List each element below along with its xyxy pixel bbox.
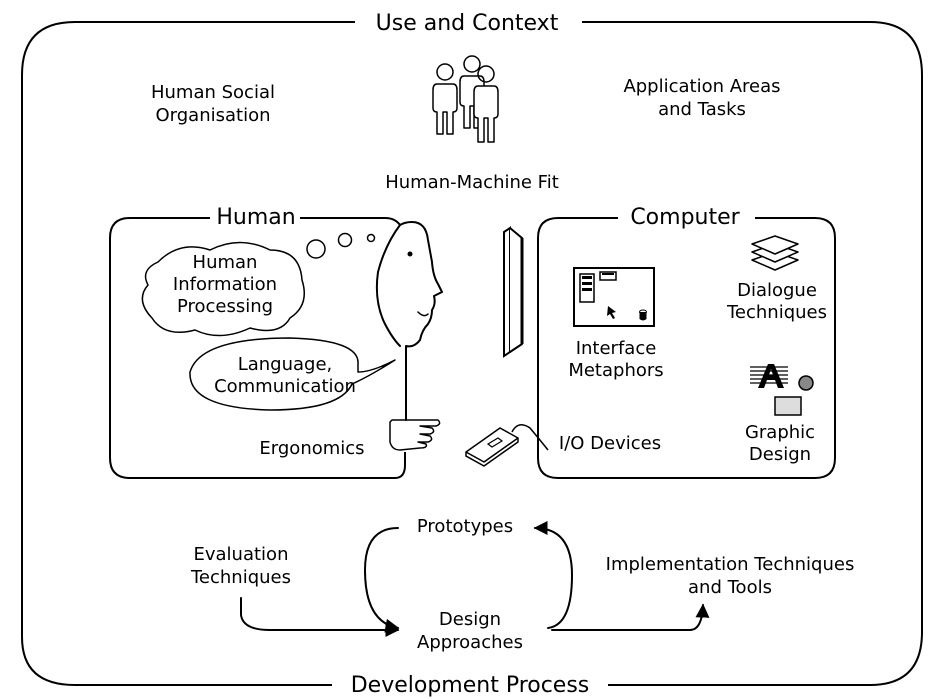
computer-title: Computer <box>630 205 740 230</box>
graphic-design-icon <box>750 364 814 416</box>
computer-box <box>537 217 836 479</box>
info-processing-label-2: Information <box>173 274 277 295</box>
monitor-icon <box>503 226 524 358</box>
metaphors-label-1: Interface <box>576 338 657 359</box>
language-label-1: Language, <box>238 354 333 375</box>
interface-screen-icon <box>573 267 655 327</box>
graphic-label-1: Graphic <box>745 422 815 443</box>
use-context-title: Use and Context <box>376 11 559 36</box>
dialogue-label-1: Dialogue <box>737 280 817 301</box>
human-face-icon <box>375 221 443 451</box>
development-process-title: Development Process <box>351 673 590 698</box>
evaluation-label-2: Techniques <box>190 567 291 588</box>
application-label-1: Application Areas <box>623 76 780 97</box>
thought-bubble-medium <box>337 232 353 248</box>
info-processing-label-3: Processing <box>177 296 273 317</box>
design-label-1: Design <box>439 609 501 630</box>
implementation-label-2: and Tools <box>688 577 772 598</box>
layers-icon <box>751 235 799 271</box>
dialogue-label-2: Techniques <box>726 302 827 323</box>
arrow-design-to-prototypes <box>533 521 573 629</box>
speech-bubble <box>189 337 396 411</box>
social-label-1: Human Social <box>151 82 275 103</box>
human-box <box>109 217 406 479</box>
human-machine-fit-label: Human-Machine Fit <box>385 172 559 193</box>
arrow-evaluation-to-design <box>240 597 400 637</box>
design-label-2: Approaches <box>417 632 523 653</box>
application-label-2: and Tasks <box>658 99 746 120</box>
thought-bubble-large <box>306 239 326 259</box>
info-processing-label-1: Human <box>193 252 258 273</box>
prototypes-label: Prototypes <box>417 516 513 537</box>
graphic-label-2: Design <box>749 444 811 465</box>
human-title: Human <box>216 205 295 230</box>
arrow-prototypes-to-design <box>364 527 400 633</box>
use-context-frame <box>21 21 923 686</box>
io-devices-label: I/O Devices <box>559 433 661 454</box>
language-label-2: Communication <box>214 376 356 397</box>
social-label-2: Organisation <box>155 105 270 126</box>
ergonomics-label: Ergonomics <box>259 438 364 459</box>
people-group-icon <box>432 55 499 143</box>
thought-cloud <box>141 241 305 337</box>
evaluation-label-1: Evaluation <box>194 544 289 565</box>
arrow-design-to-implementation <box>551 603 710 631</box>
thought-bubble-small <box>366 233 376 243</box>
implementation-label-1: Implementation Techniques <box>606 554 855 575</box>
mouse-icon <box>465 424 549 467</box>
metaphors-label-2: Metaphors <box>568 360 663 381</box>
